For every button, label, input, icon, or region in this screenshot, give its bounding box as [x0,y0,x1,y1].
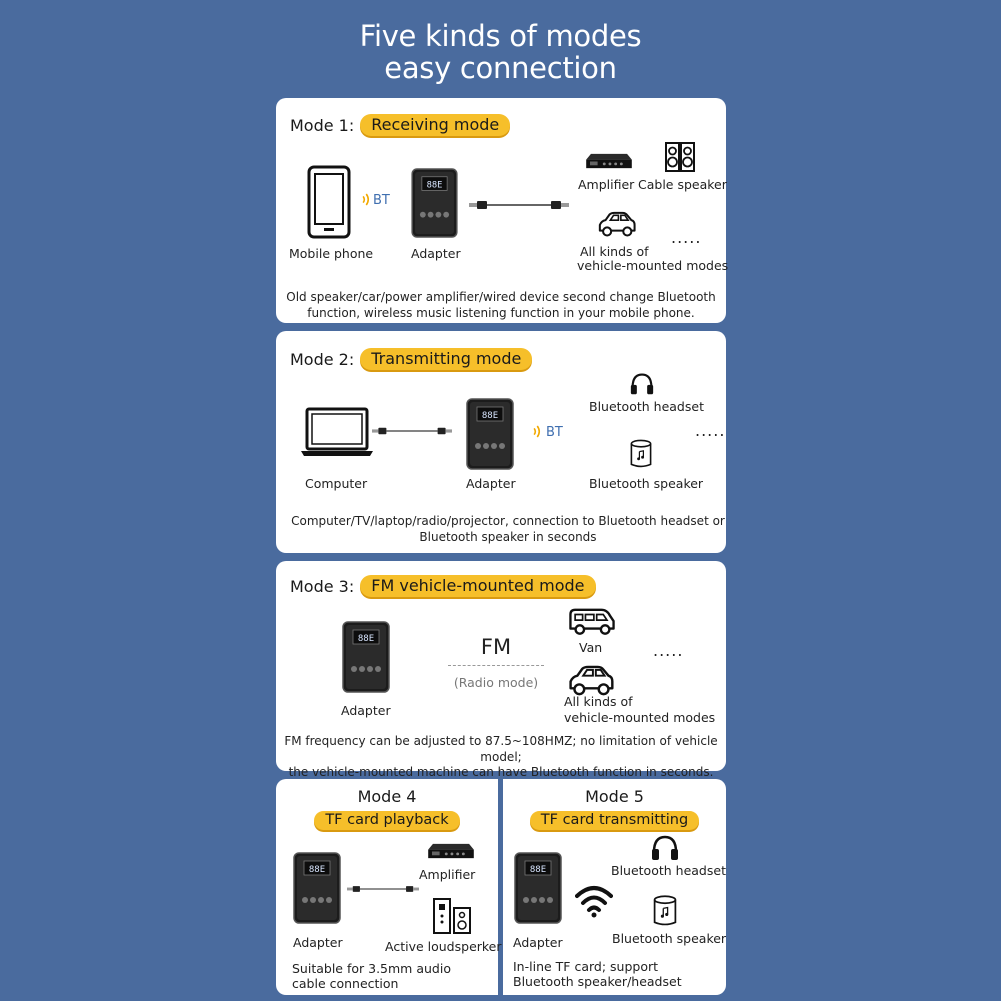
mode5-card: Mode 5 TF card transmitting Bluetooth he… [503,779,726,995]
mode4-card: Mode 4 TF card playback Adapter Amplifie… [276,779,502,995]
mode4-loudspeaker-label: Active loudsperker [385,939,502,954]
laptop-icon [301,407,373,456]
mode3-name-pill: FM vehicle-mounted mode [360,575,596,597]
car-icon [595,211,637,239]
mode4-amplifier-label: Amplifier [419,867,476,882]
adapter-device-icon [342,621,390,693]
mode5-name-pill: TF card transmitting [529,811,700,830]
mode2-adapter-label: Adapter [466,476,516,491]
mode3-van-label: Van [579,640,603,655]
mode1-card: Mode 1: Receiving mode Mobile phone BT A… [276,98,729,323]
audio-cable-icon [347,883,419,895]
mode3-adapter-label: Adapter [341,703,391,718]
mode4-desc-line1: Suitable for 3.5mm audio [292,961,451,976]
mode2-more-dots: ..... [695,421,726,440]
mode4-label: Mode 4 [357,787,417,806]
mode1-bt-label: BT [373,193,390,208]
amplifier-icon [427,842,475,861]
mode3-desc-line2: the vehicle-mounted machine can have Blu… [288,765,714,779]
van-icon [567,607,617,637]
mode3-label: Mode 3: [290,576,355,596]
adapter-device-icon [514,852,562,924]
headset-icon [629,372,655,396]
mode5-speaker-label: Bluetooth speaker [612,931,727,946]
bluetooth-speaker-icon [629,438,653,470]
mode1-vehicle-line2: vehicle-mounted modes [577,258,729,273]
mode2-name-pill: Transmitting mode [360,348,533,370]
mode1-mobile-phone-label: Mobile phone [289,246,374,261]
bluetooth-wave-icon [360,191,371,208]
mode1-desc-line1: Old speaker/car/power amplifier/wired de… [286,290,716,304]
mode2-bt-label: BT [546,425,563,440]
mode4-desc-line2: cable connection [292,976,399,991]
mode4-adapter-label: Adapter [293,935,343,950]
mode3-fm-divider [448,665,544,666]
wifi-signal-icon [575,886,613,918]
mode2-speaker-label: Bluetooth speaker [589,476,704,491]
mode1-label: Mode 1: [290,115,355,135]
mode5-label: Mode 5 [585,787,644,806]
mode2-card: Mode 2: Transmitting mode Computer Adapt… [276,331,726,553]
mode1-more-dots: ..... [671,228,702,247]
bluetooth-wave-icon [531,423,542,440]
mode1-desc-line2: function, wireless music listening funct… [307,305,695,320]
audio-cable-icon [469,198,569,212]
mode5-headset-label: Bluetooth headset [611,863,726,878]
mode3-radio-mode-label: (Radio mode) [453,675,539,690]
mode4-name-pill: TF card playback [314,811,460,830]
mode1-adapter-label: Adapter [411,246,461,261]
headset-icon [650,834,680,862]
mode2-desc-line1: Computer/TV/laptop/radio/projector, conn… [291,514,725,528]
adapter-device-icon [411,168,458,238]
bluetooth-speaker-icon [652,894,678,928]
mode2-label: Mode 2: [290,349,355,369]
mode3-desc-line1: FM frequency can be adjusted to 87.5~108… [284,734,718,764]
mobile-phone-icon [307,165,351,239]
mode2-headset-label: Bluetooth headset [589,399,704,414]
adapter-device-icon [466,398,514,470]
mode3-vehicle-line2: vehicle-mounted modes [564,710,716,725]
adapter-device-icon [293,852,341,924]
active-loudspeaker-icon [433,898,471,934]
mode3-more-dots: ..... [653,641,684,660]
mode1-name-pill: Receiving mode [360,114,511,136]
mode2-computer-label: Computer [305,476,368,491]
mode1-amplifier-label: Amplifier [578,177,635,192]
mode1-vehicle-line1: All kinds of [580,244,649,259]
mode1-cable-speaker-label: Cable speaker [638,177,727,192]
mode5-adapter-label: Adapter [513,935,563,950]
mode3-vehicle-line1: All kinds of [564,694,633,709]
cable-speaker-icon [665,142,695,172]
mode2-desc-line2: Bluetooth speaker in seconds [419,529,597,544]
mode3-card: Mode 3: FM vehicle-mounted mode Adapter … [276,561,726,779]
mode3-fm-label: FM [480,635,512,659]
page-title-line1: Five kinds of modes [359,19,642,53]
audio-cable-icon [372,425,452,437]
page-title-line2: easy connection [384,51,617,85]
mode5-desc-line2: Bluetooth speaker/headset [513,974,682,989]
mode5-desc-line1: In-line TF card; support [513,959,659,974]
amplifier-icon [585,152,633,171]
